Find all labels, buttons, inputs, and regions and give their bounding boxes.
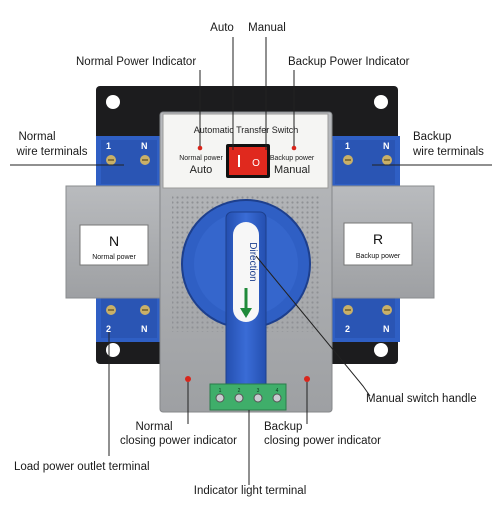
callout-indicator-light-terminal: Indicator light terminal [193,485,307,497]
left-module-caption: Normal power [92,254,136,261]
leader-lines [10,37,492,485]
indicator-terminal-number: 4 [276,388,279,394]
normal-closing-indicator-led [185,376,191,382]
top-right-screws [343,155,392,165]
terminal-mark: 2 [106,324,111,334]
terminal-mark: 2 [345,324,350,334]
terminal-mark: N [141,324,148,334]
bottom-left-screws [106,305,150,315]
indicator-terminal-screws [215,393,282,403]
bottom-right-screws [343,305,392,315]
callout-backup-wire-terminals-2: wire terminals [413,146,484,158]
callout-backup-wire-terminals-1: Backup [413,131,452,143]
terminal-mark: N [383,324,390,334]
backup-closing-indicator-led [304,376,310,382]
indicator-terminal-number: 2 [238,388,241,394]
mount-hole-tr [374,95,388,109]
right-module-letter: R [373,231,383,247]
handle-direction-strip [233,222,259,322]
callout-manual-switch-handle: Manual switch handle [366,393,477,405]
rocker-o-mark: O [252,158,260,169]
backup-power-indicator-led [291,145,297,151]
panel-title: Automatic Transfer Switch [194,125,299,135]
callout-manual: Manual [248,22,286,34]
handle-direction-text: Direction [247,242,258,281]
callout-load-power-outlet-terminal: Load power outlet terminal [14,461,150,473]
panel-manual: Manual [274,164,310,176]
callout-normal-wire-terminals-2: wire terminals [16,146,88,158]
callout-auto: Auto [210,22,234,34]
terminal-mark: 1 [345,141,350,151]
terminal-mark: N [383,141,390,151]
terminal-mark: N [141,141,148,151]
terminal-mark: 1 [106,141,111,151]
callout-normal-closing-1: Normal [135,421,173,433]
top-left-screws [106,155,150,165]
left-module-letter: N [109,233,119,249]
left-module-label [79,224,149,266]
right-module-caption: Backup power [356,253,401,260]
callout-normal-power-indicator: Normal Power Indicator [76,56,197,68]
callout-normal-wire-terminals-1: Normal [18,131,56,143]
direction-arrow-icon [240,288,252,318]
callout-normal-closing-2: closing power indicator [120,435,237,447]
indicator-terminal-number: 3 [257,388,260,394]
normal-power-indicator-led [197,145,203,151]
mount-hole-tl [106,95,120,109]
leader-manual-switch-handle [255,255,371,397]
panel-auto: Auto [190,164,213,176]
right-module-label [343,222,413,266]
callout-backup-closing-1: Backup [264,421,303,433]
panel-backup-power: Backup power [270,155,315,162]
mount-hole-br [374,343,388,357]
panel-normal-power: Normal power [179,155,223,162]
callout-backup-power-indicator: Backup Power Indicator [288,56,410,68]
indicator-terminal-number: 1 [219,388,222,394]
callout-backup-closing-2: closing power indicator [264,435,381,447]
mount-hole-bl [106,343,120,357]
